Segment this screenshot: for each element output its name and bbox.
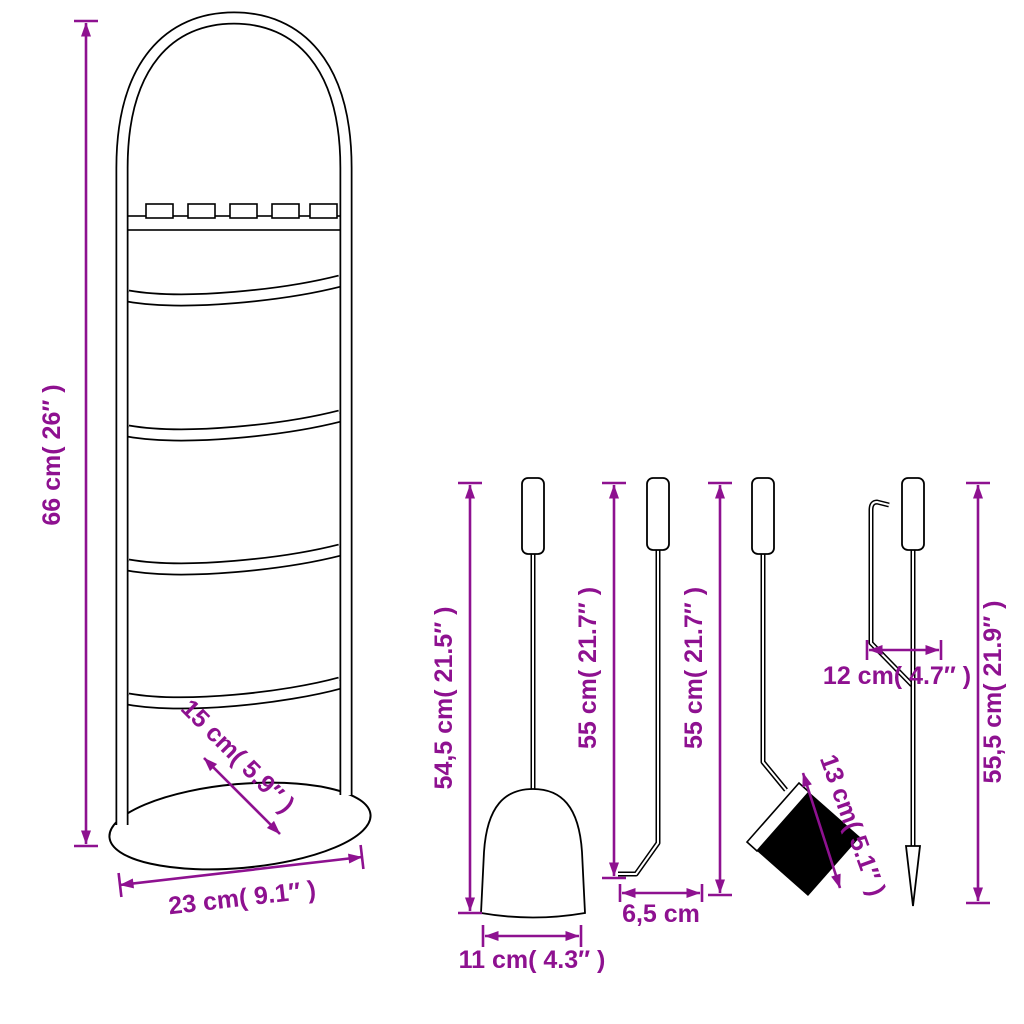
brush-head-dim-line	[801, 772, 842, 889]
shovel-height-label: 54,5 cm( 21.5″ )	[430, 607, 458, 790]
shovel-width-label: 11 cm( 4.3″ )	[459, 946, 606, 974]
stand-depth-dim-line	[203, 757, 281, 835]
poker-hook-shaft	[618, 548, 661, 877]
brush-height-label: 55 cm( 21.7″ )	[680, 587, 708, 749]
poker-spike-handle	[901, 477, 925, 551]
poker-hook-drawing	[618, 477, 670, 877]
poker-spike-height-label: 55,5 cm( 21.9″ )	[979, 601, 1007, 784]
stand-width-label: 23 cm( 9.1″ )	[167, 876, 317, 921]
stand-drawing	[108, 11, 372, 871]
shovel-drawing	[480, 477, 586, 919]
shovel-blade	[480, 788, 586, 919]
poker-spike-tip	[904, 845, 922, 907]
poker-hook-handle	[646, 477, 670, 551]
poker-spike-drawing	[868, 477, 925, 907]
brush-shaft	[760, 552, 788, 792]
stand-width-dim-line	[119, 853, 363, 889]
stand-slots	[145, 203, 338, 219]
poker-hook-height-label: 55 cm( 21.7″ )	[574, 587, 602, 749]
stand-slats	[126, 274, 342, 710]
stand-height-label: 66 cm( 26″ )	[38, 384, 66, 525]
poker-hook-foot-label: 6,5 cm	[622, 900, 700, 928]
brush-handle	[751, 477, 775, 555]
stand-base	[108, 781, 372, 871]
shovel-handle	[521, 477, 545, 555]
stand-arch-frame	[115, 11, 353, 825]
poker-spike-hook-label: 12 cm( 4.7″ )	[823, 662, 971, 690]
